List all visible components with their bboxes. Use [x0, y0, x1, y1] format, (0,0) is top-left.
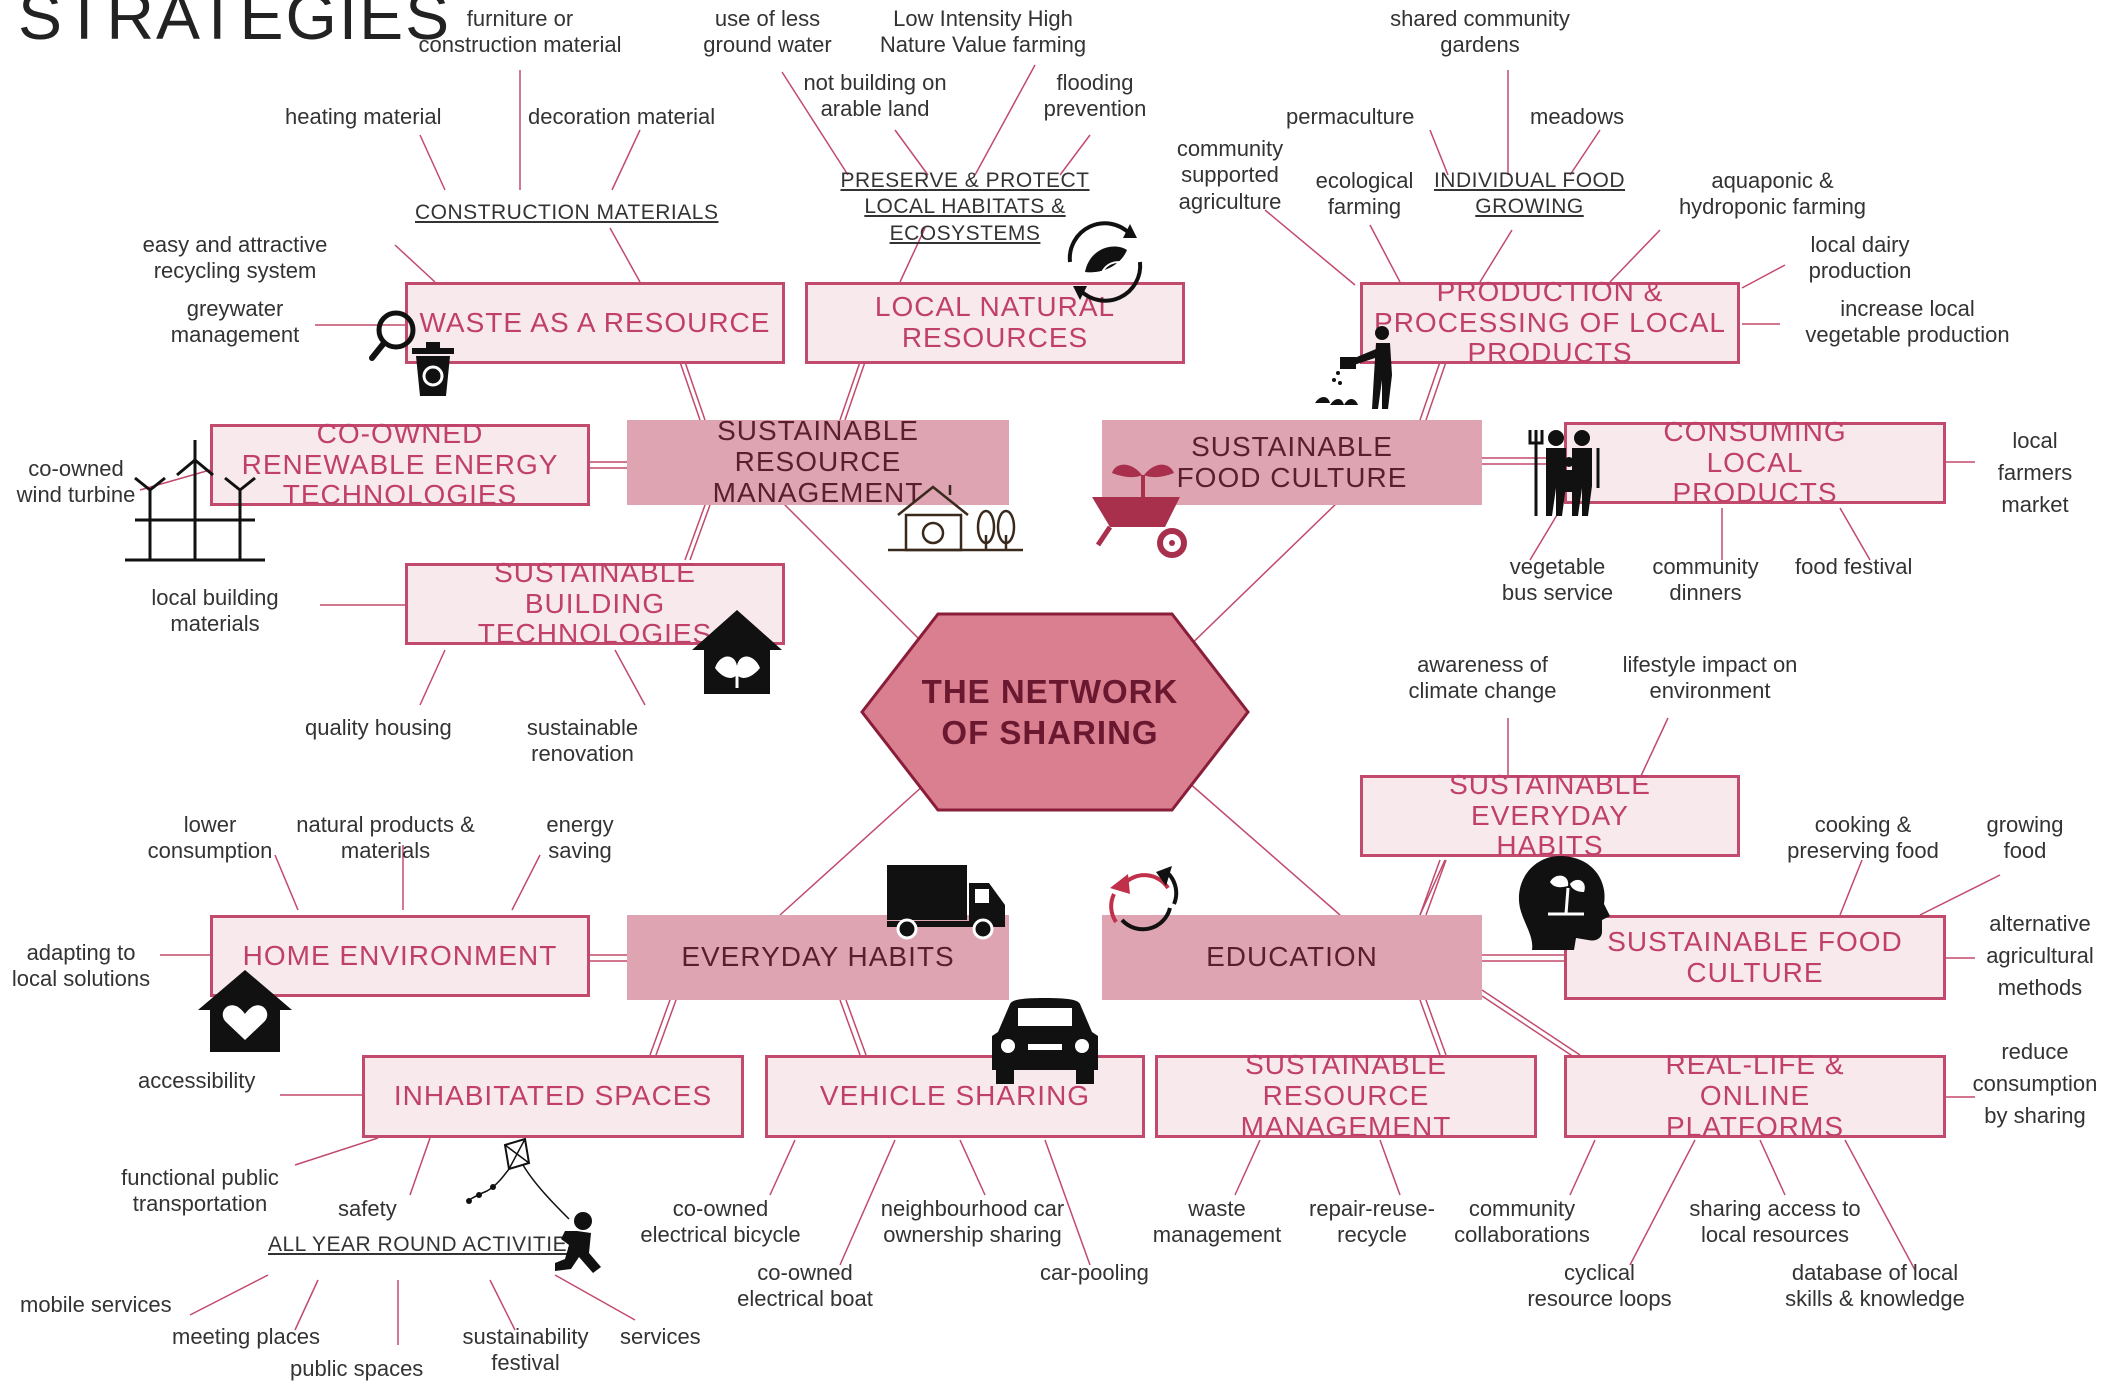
- label-energy: energy saving: [546, 812, 614, 864]
- label-awareness: awareness of climate change: [1408, 652, 1557, 704]
- label-boat: co-owned electrical boat: [737, 1260, 873, 1312]
- refresh-arrows-icon: [1109, 866, 1179, 932]
- box-inhabitated-spaces[interactable]: INHABITATED SPACES: [362, 1055, 744, 1138]
- label-sus-festival: sustainability festival: [462, 1324, 589, 1376]
- label-ecological: ecological farming: [1315, 168, 1414, 220]
- label-bicycle: co-owned electrical bicycle: [640, 1196, 801, 1248]
- farmer-watering-icon: [1315, 326, 1392, 409]
- label-neighbourhood: neighbourhood car ownership sharing: [880, 1196, 1065, 1248]
- label-waste-mgmt: waste management: [1152, 1196, 1282, 1248]
- label-sharing-access: sharing access to local resources: [1689, 1196, 1861, 1248]
- box-everyday-habits-edu[interactable]: SUSTAINABLE EVERYDAY HABITS: [1360, 769, 1740, 861]
- child-kite-icon: [466, 1137, 601, 1273]
- label-low-intensity: Low Intensity High Nature Value farming: [879, 6, 1087, 58]
- label-farmers-market: local farmers market: [1997, 428, 2073, 517]
- label-heating: heating material: [285, 104, 442, 129]
- label-community-dinners: community dinners: [1652, 554, 1759, 606]
- box-consuming-local[interactable]: CONSUMING LOCAL PRODUCTS: [1564, 416, 1946, 508]
- eco-house-icon: [888, 485, 1023, 552]
- label-reduce: reduce consumption by sharing: [1972, 1039, 2098, 1128]
- label-construction-materials: CONSTRUCTION MATERIALS: [415, 201, 719, 224]
- label-public-spaces: public spaces: [290, 1356, 424, 1381]
- home-heart-icon: [198, 970, 292, 1052]
- label-wind: co-owned wind turbine: [16, 456, 136, 508]
- label-greywater: greywater management: [170, 296, 300, 348]
- center-title: THE NETWORK OF SHARING: [860, 612, 1240, 812]
- label-lifestyle: lifestyle impact on environment: [1622, 652, 1798, 704]
- label-lower: lower consumption: [147, 812, 273, 864]
- label-meeting: meeting places: [172, 1324, 320, 1349]
- label-shared-gardens: shared community gardens: [1390, 6, 1570, 58]
- main-box-education[interactable]: EDUCATION: [1102, 915, 1482, 1000]
- main-box-food[interactable]: SUSTAINABLE FOOD CULTURE: [1102, 420, 1482, 505]
- box-local-natural-resources[interactable]: LOCAL NATURAL RESOURCES: [805, 282, 1185, 364]
- label-database: database of local skills & knowledge: [1785, 1260, 1965, 1312]
- label-meadows: meadows: [1530, 104, 1625, 129]
- label-accessibility: accessibility: [138, 1068, 256, 1093]
- main-box-habits[interactable]: EVERYDAY HABITS: [627, 915, 1009, 1000]
- mind-plant-head-icon: [1518, 856, 1610, 950]
- label-mobile: mobile services: [20, 1292, 172, 1317]
- label-alternative: alternative agricultural methods: [1986, 911, 2094, 1000]
- box-food-culture-edu[interactable]: SUSTAINABLE FOOD CULTURE: [1564, 915, 1946, 1000]
- label-not-building: not building on arable land: [803, 70, 947, 122]
- page-title: STRATEGIES: [18, 0, 452, 53]
- box-home-environment[interactable]: HOME ENVIRONMENT: [210, 915, 590, 997]
- box-real-online-platforms[interactable]: REAL-LIFE & ONLINE PLATFORMS: [1564, 1049, 1946, 1142]
- label-recycling: easy and attractive recycling system: [142, 232, 328, 284]
- label-renovation: sustainable renovation: [526, 715, 639, 767]
- leaf-cycle-icon: [1067, 221, 1143, 303]
- label-growing: growing food: [1986, 812, 2064, 864]
- box-sustainable-resource-mgmt[interactable]: SUSTAINABLE RESOURCE MANAGEMENT: [1155, 1049, 1537, 1142]
- leaf-house-icon: [692, 610, 782, 694]
- label-csa: community supported agriculture: [1176, 136, 1284, 214]
- car-icon: [992, 998, 1098, 1084]
- label-adapting: adapting to local solutions: [11, 940, 151, 992]
- label-decoration: decoration material: [528, 104, 716, 129]
- wind-turbines-icon: [125, 440, 265, 562]
- label-repair: repair-reuse-recycle: [1309, 1196, 1435, 1248]
- main-box-resource[interactable]: SUSTAINABLE RESOURCE MANAGEMENT: [627, 415, 1009, 508]
- label-quality-housing: quality housing: [305, 715, 452, 740]
- label-transport: functional public transportation: [121, 1165, 279, 1217]
- label-veg-production: increase local vegetable production: [1805, 296, 2010, 348]
- label-permaculture: permaculture: [1286, 104, 1415, 129]
- label-individual-food-growing: INDIVIDUAL FOOD GROWING: [1433, 169, 1626, 219]
- label-safety: safety: [338, 1196, 397, 1221]
- label-cooking: cooking & preserving food: [1787, 812, 1939, 864]
- center-title-line1: THE NETWORK: [921, 672, 1179, 710]
- wheelbarrow-plant-icon: [1092, 464, 1187, 558]
- label-local-building: local building materials: [151, 585, 279, 637]
- magnifier-recycle-bin-icon: [369, 310, 454, 396]
- box-waste-as-resource[interactable]: WASTE AS A RESOURCE: [405, 282, 785, 364]
- label-food-festival: food festival: [1795, 554, 1913, 579]
- family-icon: [1528, 430, 1600, 516]
- label-dairy: local dairy production: [1808, 232, 1912, 284]
- label-less-water: use of less ground water: [703, 6, 832, 58]
- box-renewable-energy[interactable]: CO-OWNED RENEWABLE ENERGY TECHNOLOGIES: [210, 418, 590, 510]
- box-production-processing[interactable]: PRODUCTION & PROCESSING OF LOCAL PRODUCT…: [1360, 276, 1740, 368]
- label-furniture: furniture or construction material: [418, 6, 622, 58]
- label-cyclical: cyclical resource loops: [1527, 1260, 1672, 1312]
- truck-icon: [887, 865, 1005, 940]
- label-all-year-round: ALL YEAR ROUND ACTIVITIES: [268, 1233, 582, 1256]
- label-community-collab: community collaborations: [1454, 1196, 1590, 1248]
- label-services: services: [620, 1324, 701, 1349]
- center-hexagon: [860, 612, 1250, 812]
- label-natural-products: natural products & materials: [296, 812, 475, 864]
- label-carpooling: car-pooling: [1040, 1260, 1149, 1285]
- center-title-line2: OF SHARING: [941, 714, 1159, 751]
- label-preserve-habitats: PRESERVE & PROTECT LOCAL HABITATS & ECOS…: [840, 169, 1090, 245]
- label-flooding: flooding prevention: [1043, 70, 1147, 122]
- label-veg-bus: vegetable bus service: [1501, 554, 1614, 606]
- label-aquaponic: aquaponic & hydroponic farming: [1678, 168, 1867, 220]
